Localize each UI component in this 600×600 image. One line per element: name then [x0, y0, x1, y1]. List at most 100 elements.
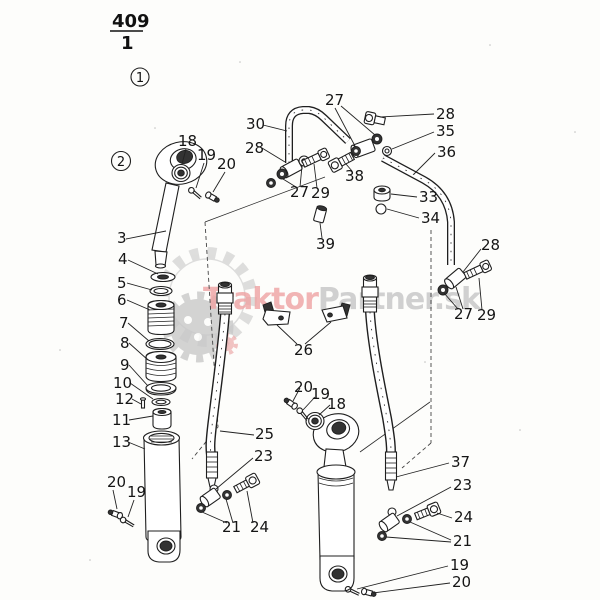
part-label-21-right: 21	[453, 532, 472, 550]
pipe-37	[361, 274, 398, 491]
part-label-27-mid: 27	[290, 183, 309, 201]
bolt-38	[327, 151, 356, 173]
part-label-35: 35	[436, 122, 455, 140]
seal-ring-5	[149, 285, 173, 297]
washer-27-d	[351, 146, 361, 156]
nut-35	[381, 145, 393, 157]
part-label-20-leftcyl: 20	[107, 473, 126, 491]
part-label-25: 25	[255, 425, 274, 443]
part-label-33: 33	[419, 188, 438, 206]
part-label-27-top: 27	[325, 91, 344, 109]
threaded-gland-6	[147, 299, 175, 336]
grease-fitting-20-leftcyl	[107, 509, 124, 520]
watermark: TraktorPartner.sk	[157, 247, 483, 363]
part-label-34: 34	[421, 209, 440, 227]
pipe-36	[383, 158, 451, 265]
pipe-25-top-fitting	[216, 281, 234, 315]
part-number-labels: 3 4 5 6 7 8 9 10 12 11 13 20 19 18 19 20…	[107, 91, 500, 591]
banjo-fitting-28-right	[444, 267, 467, 290]
part-label-3: 3	[117, 229, 127, 247]
fitting-cluster-right	[437, 259, 492, 296]
part-label-11: 11	[112, 411, 131, 429]
hollow-bolt-29-right	[463, 259, 492, 280]
view-callout-2-label: 2	[117, 155, 125, 170]
part-label-13: 13	[112, 433, 131, 451]
part-label-37: 37	[451, 453, 470, 471]
nut-27-top	[371, 133, 383, 145]
scan-specks	[59, 44, 576, 561]
part-label-10: 10	[113, 374, 132, 392]
watermark-gear-solid-icon	[162, 291, 234, 363]
hollow-bolt-29-mid	[301, 147, 330, 168]
banjo-bolt-28-top	[363, 111, 387, 126]
part-label-4: 4	[118, 250, 128, 268]
sheet-number-sub: 1	[121, 33, 134, 54]
view-callout-1: 1	[130, 67, 150, 87]
cotter-pin-19-top	[188, 186, 202, 200]
view-callout-2: 2	[110, 150, 132, 172]
left-cylinder-assembly	[107, 141, 208, 563]
ring-10	[151, 397, 171, 407]
part-label-5: 5	[117, 274, 127, 292]
part-label-18-rightcyl: 18	[327, 395, 346, 413]
grease-fitting-20-top	[205, 191, 220, 203]
part-label-26: 26	[294, 341, 313, 359]
part-label-20-rightcyl: 20	[294, 378, 313, 396]
cup-nut-11	[152, 407, 172, 430]
grease-fitting-20-rightcyl	[283, 397, 298, 410]
right-rod-neck	[323, 448, 347, 468]
part-label-38: 38	[345, 167, 364, 185]
elbow-23-right	[378, 507, 400, 533]
part-label-20-top: 20	[217, 155, 236, 173]
cotter-pin-19-leftcyl	[119, 516, 135, 528]
part-label-29-mid: 29	[311, 184, 330, 202]
right-cylinder-37-assembly	[283, 397, 377, 597]
pipe-37-top-fitting	[361, 274, 379, 313]
part-label-27-right: 27	[454, 305, 473, 323]
piston-rod	[151, 182, 180, 253]
part-label-9: 9	[120, 356, 130, 374]
part-label-39: 39	[316, 235, 335, 253]
boundary-lines	[191, 176, 432, 469]
part-label-19-rightcyl: 19	[311, 385, 330, 403]
part-label-24-right: 24	[454, 508, 473, 526]
leader-lines	[112, 105, 483, 594]
washer-21-left-b	[222, 490, 232, 500]
bolt-24-left	[233, 472, 261, 494]
o-ring-7	[145, 337, 175, 351]
washer-27-b	[276, 168, 288, 180]
mounting-brackets-26	[262, 301, 351, 326]
view-callout-1-label: 1	[136, 71, 144, 86]
part-label-30: 30	[246, 115, 265, 133]
pipe-25-bottom-thread	[205, 451, 219, 488]
pipe-37-bottom-thread	[384, 451, 398, 491]
part-label-28-right: 28	[481, 236, 500, 254]
fitting-39	[313, 205, 328, 224]
piston-8	[145, 350, 177, 383]
cylinder-body-13	[142, 430, 182, 563]
ball-34	[375, 203, 387, 215]
part-label-20-bottom: 20	[452, 573, 471, 591]
bracket-left	[262, 301, 291, 326]
washer-21-right-b	[377, 531, 387, 541]
sheet-number-top: 409	[112, 11, 150, 32]
part-label-36: 36	[437, 143, 456, 161]
cotter-pin-19-bottom	[344, 585, 360, 596]
washer-18-right	[305, 411, 325, 431]
washer-18-top	[171, 163, 191, 183]
washer-27-a	[266, 178, 276, 188]
washer-21-right-a	[402, 514, 412, 524]
part-label-28-left: 28	[245, 139, 264, 157]
seal-9	[145, 381, 177, 396]
fitting-cluster-top	[266, 111, 393, 224]
part-label-29-right: 29	[477, 306, 496, 324]
part-label-28-topright: 28	[436, 105, 455, 123]
sheet-number: 409 1	[110, 11, 150, 54]
part-label-19-bottom: 19	[450, 556, 469, 574]
washer-27-right	[437, 284, 449, 296]
nut-33	[373, 185, 391, 202]
part-label-18-top: 18	[178, 132, 197, 150]
washer-4	[150, 271, 176, 283]
